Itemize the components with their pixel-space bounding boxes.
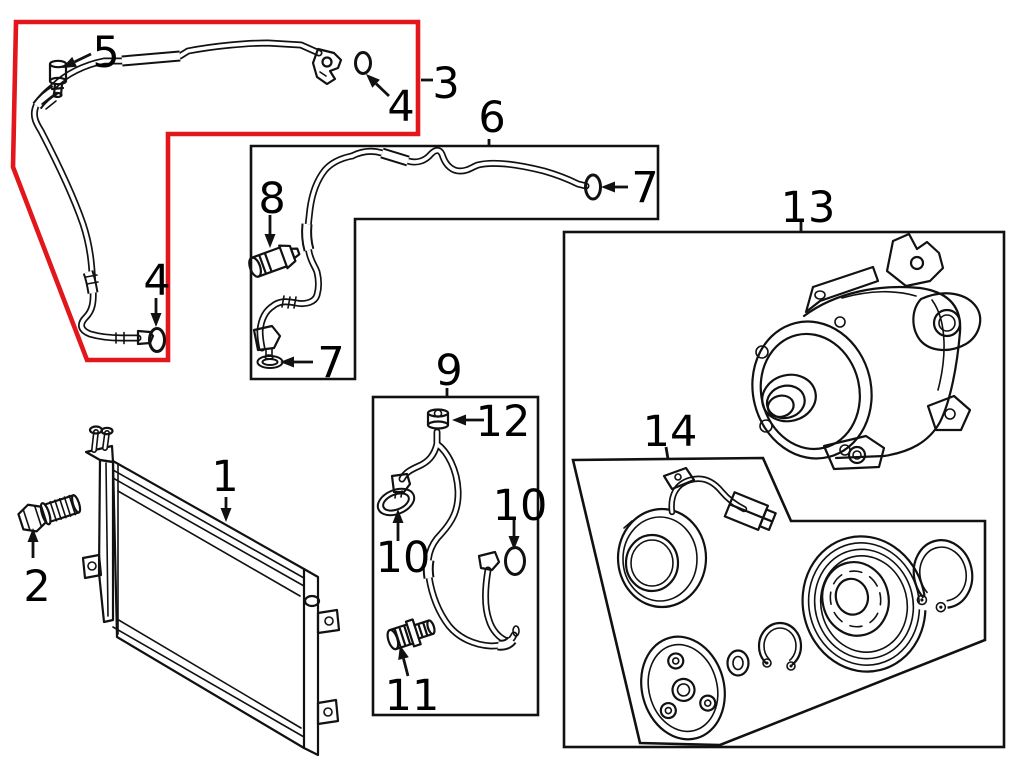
service-port-cap-drawing [48,59,68,99]
callout-12-label[interactable]: 12 [476,397,531,447]
callout-7-right-label[interactable]: 7 [631,163,658,213]
callout-9-label[interactable]: 9 [435,346,462,396]
o-ring-4-upper [354,51,372,75]
callout-5-label[interactable]: 5 [92,28,119,78]
o-ring-10-right [504,546,526,576]
callout-4-lower-label[interactable]: 4 [143,256,170,306]
group-box-13[interactable] [562,230,1006,749]
box-14-outline [571,456,987,747]
callout-11-label[interactable]: 11 [385,671,440,721]
highlighted-hose-drawing [30,39,372,353]
line-9-drawing [376,408,526,651]
condenser-drawing [81,425,341,757]
callout-numbers: 1 2 3 4 4 5 6 7 7 8 9 10 10 11 12 13 14 [23,28,835,721]
box-6-outline [249,144,660,381]
callout-4-upper-label[interactable]: 4 [387,82,414,132]
clutch-plate [640,635,726,741]
box-13-outline [562,230,1006,749]
o-ring-10-left [376,487,416,517]
callout-leaders [27,52,803,677]
o-ring-7-bottom [256,355,284,369]
o-ring-4-lower [148,327,166,353]
o-ring-7-bottom-inner [261,358,279,366]
line-6-drawing [248,146,602,369]
callout-3-label[interactable]: 3 [432,59,459,109]
group-box-9[interactable] [371,395,540,717]
washer [726,649,750,677]
callout-1-label[interactable]: 1 [211,452,238,502]
callout-6-label[interactable]: 6 [478,93,505,143]
callout-10-left-label[interactable]: 10 [376,533,431,583]
line-9-right-fitting [477,550,501,572]
box-9-outline [371,395,540,717]
callout-7-bottom-label[interactable]: 7 [317,338,344,388]
highlight-outline [10,19,421,363]
callout-10-right-label[interactable]: 10 [493,481,548,531]
highlight-region-part-3[interactable] [10,19,421,363]
pressure-transducer-drawing [248,244,301,278]
clutch-kit-drawing [616,466,974,741]
callout-14-label[interactable]: 14 [643,407,698,457]
clutch-coil [616,466,777,609]
group-box-6[interactable] [249,144,660,381]
clutch-pulley [801,535,927,673]
mount-bolt-drawing [17,494,82,533]
port-cap-drawing [426,408,450,430]
snap-ring-large [912,539,974,614]
callout-13-label[interactable]: 13 [781,183,836,233]
charge-valve-drawing [386,618,436,651]
callout-8-label[interactable]: 8 [258,174,285,224]
o-ring-7-right [584,173,602,201]
hose-end-bracket [311,47,343,86]
group-box-14[interactable] [571,456,987,747]
hose-end-fitting [115,329,155,346]
compressor-drawing [751,232,982,471]
callout-2-label[interactable]: 2 [23,562,50,612]
snap-ring-small [757,621,803,681]
